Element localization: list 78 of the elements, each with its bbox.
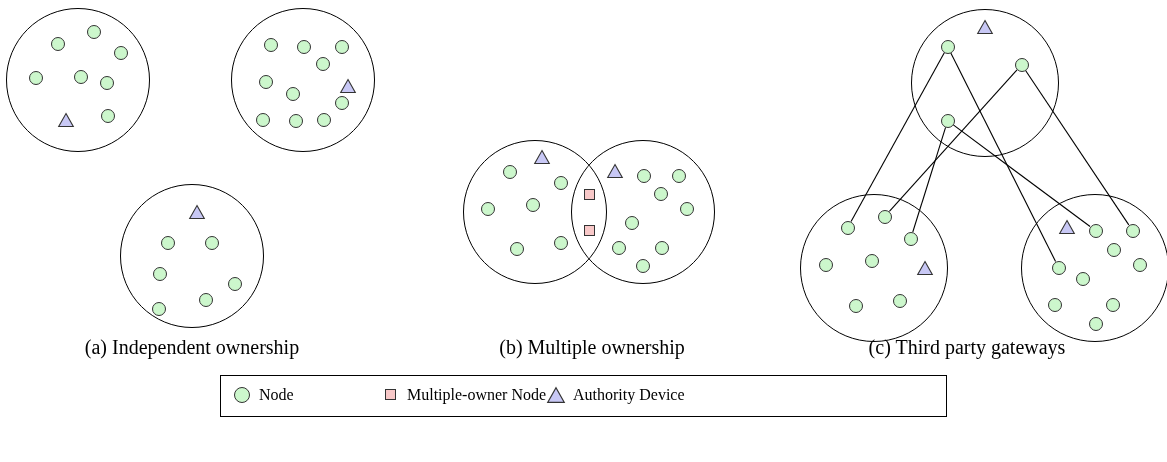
subfigure-caption: (a) Independent ownership [84,336,300,359]
node-circle [679,201,694,216]
node-circle [509,241,524,256]
node-circle [151,301,166,316]
node-circle [255,112,270,127]
node-circle [99,75,114,90]
node-circle [1088,316,1103,331]
node-circle [940,113,955,128]
node-circle [636,168,651,183]
authority-triangle [606,162,623,179]
legend-label: Multiple-owner Node [407,386,547,404]
authority-triangle [533,148,550,165]
node-circle [1014,57,1029,72]
connector-line [850,52,945,223]
node-circle [50,36,65,51]
authority-triangle [57,111,74,128]
node-circle [28,70,43,85]
node-circle [227,276,242,291]
node-circle [258,74,273,89]
node-circle [296,39,311,54]
node-circle [1125,223,1140,238]
node-circle [73,69,88,84]
node-circle [204,235,219,250]
legend-label: Node [259,386,294,404]
node-circle [288,113,303,128]
node-circle [502,164,517,179]
node-circle [1051,260,1066,275]
multi-owner-square [583,188,595,200]
node-circle [671,168,686,183]
node-circle [892,293,907,308]
node-circle [1105,297,1120,312]
node-circle [553,175,568,190]
node-circle [553,235,568,250]
node-circle [316,112,331,127]
node-circle [840,220,855,235]
subfigure-caption: (b) Multiple ownership [499,336,685,359]
node-circle [525,197,540,212]
authority-triangle [339,77,356,94]
node-circle [198,292,213,307]
node-circle [818,257,833,272]
multi-owner-square [583,224,595,236]
node-circle [86,24,101,39]
authority-triangle [188,203,205,220]
node-circle [100,108,115,123]
node-circle [940,39,955,54]
connector-line [952,124,1091,228]
node-circle [1106,242,1121,257]
connector-line [1025,69,1130,226]
authority-triangle [976,18,993,35]
node-circle [113,45,128,60]
node-circle [877,209,892,224]
connector-line [912,126,947,233]
connector-line [888,69,1018,213]
node-circle [611,240,626,255]
node-circle [624,215,639,230]
legend-label: Authority Device [573,386,685,404]
node-circle [160,235,175,250]
node-circle [654,240,669,255]
node-circle [848,298,863,313]
node-circle [635,258,650,273]
node-circle [1047,297,1062,312]
subfigure-caption: (c) Third party gateways [868,336,1066,359]
node-circle [1075,271,1090,286]
node-circle [903,231,918,246]
node-circle [1132,257,1147,272]
node-circle [1088,223,1103,238]
node-circle [653,186,668,201]
node-circle [315,56,330,71]
node-circle [285,86,300,101]
node-circle [152,266,167,281]
node-circle [480,201,495,216]
node-circle [864,253,879,268]
connector-line [950,52,1057,262]
authority-triangle [916,259,933,276]
node-circle [334,39,349,54]
authority-triangle [1058,218,1075,235]
node-circle [334,95,349,110]
node-circle [263,37,278,52]
